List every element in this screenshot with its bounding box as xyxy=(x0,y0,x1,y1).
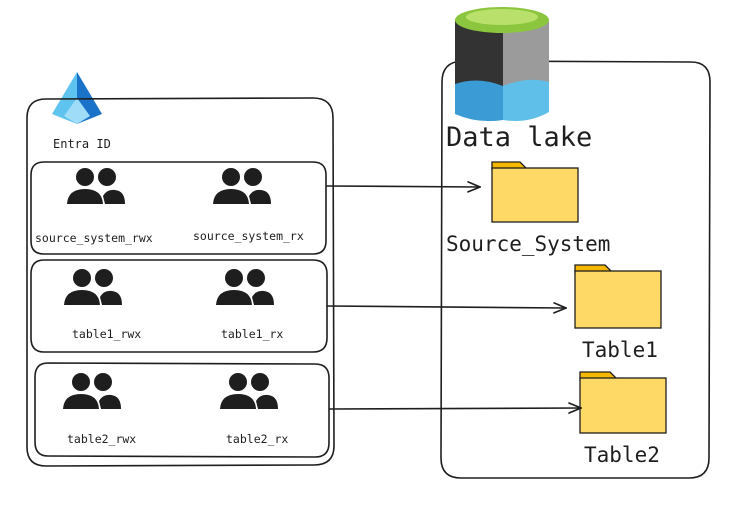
arrow-source-system xyxy=(326,186,480,187)
group-label: source_system_rwx xyxy=(35,231,153,245)
group-box-table1 xyxy=(30,259,328,353)
user-group-icon-source-system-rwx xyxy=(67,168,125,204)
data-lake-title: Data lake xyxy=(446,122,592,153)
user-group-icon-table2-rwx xyxy=(63,373,121,409)
group-label: table2_rx xyxy=(226,432,288,446)
arrow-table2 xyxy=(329,408,581,409)
folder-icon-source-system xyxy=(491,161,579,223)
user-group-icon-table2-rx xyxy=(220,373,278,409)
folder-label: Table1 xyxy=(582,338,658,362)
folder-icon-table1 xyxy=(574,264,662,329)
group-label: table1_rx xyxy=(221,327,283,341)
group-box-source-system xyxy=(30,161,327,255)
group-label: table2_rwx xyxy=(67,432,136,446)
user-group-icon-table1-rwx xyxy=(64,269,122,305)
data-lake-icon xyxy=(455,7,549,122)
folder-label: Source_System xyxy=(446,232,610,256)
user-group-icon-source-system-rx xyxy=(213,168,271,204)
user-group-icon-table1-rx xyxy=(216,269,274,305)
entra-id-icon xyxy=(52,72,102,124)
folder-label: Table2 xyxy=(584,443,660,467)
folder-icon-table2 xyxy=(579,371,667,434)
group-box-table2 xyxy=(34,362,330,458)
group-label: source_system_rx xyxy=(193,229,304,243)
data-lake-container xyxy=(440,60,711,479)
group-label: table1_rwx xyxy=(72,327,141,341)
arrow-table1 xyxy=(326,306,566,308)
entra-id-label: Entra ID xyxy=(53,137,111,151)
entra-id-container xyxy=(26,97,335,467)
